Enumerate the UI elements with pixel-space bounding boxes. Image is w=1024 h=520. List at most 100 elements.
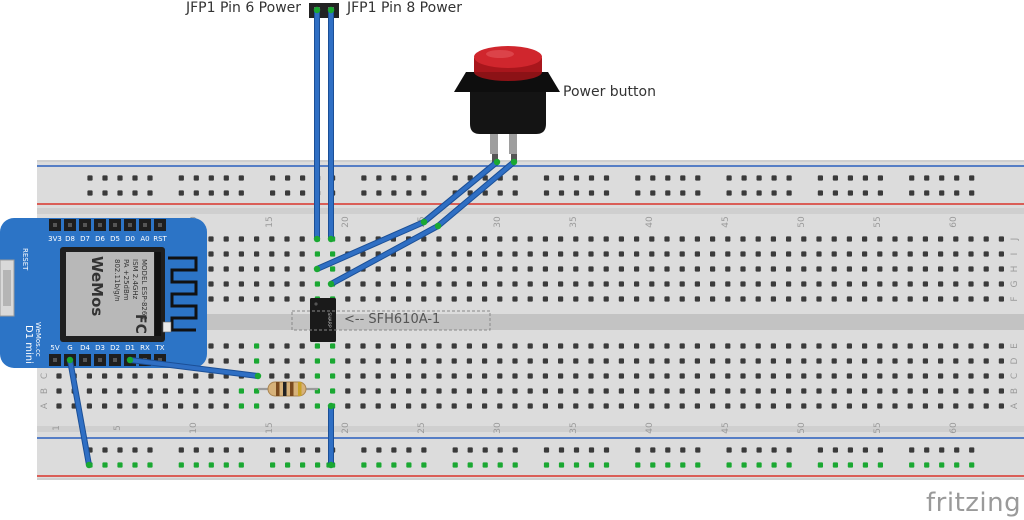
breadboard-hole	[694, 373, 700, 379]
breadboard-hole	[558, 373, 564, 379]
pin-label: D4	[80, 344, 90, 352]
active-rail-hole	[238, 462, 244, 468]
resistor	[258, 381, 318, 397]
breadboard-hole	[436, 266, 442, 272]
breadboard-hole	[846, 236, 852, 242]
row-letter: G	[1010, 280, 1020, 287]
column-number: 40	[645, 216, 655, 228]
wire-end	[327, 235, 335, 243]
breadboard-hole	[117, 388, 123, 394]
breadboard-hole	[618, 281, 624, 287]
rail-hole	[543, 190, 550, 196]
breadboard-hole	[968, 403, 974, 409]
active-hole	[330, 251, 336, 257]
rail-hole	[147, 175, 153, 181]
breadboard-hole	[238, 281, 244, 287]
rail-hole	[376, 190, 382, 196]
breadboard-hole	[649, 236, 655, 242]
rail-hole	[817, 447, 823, 453]
usb-connector-inner	[3, 270, 11, 306]
rail-hole	[741, 190, 747, 196]
rail-hole	[238, 175, 244, 181]
rail-hole	[573, 190, 580, 196]
breadboard-hole	[725, 373, 731, 379]
breadboard-hole	[907, 236, 913, 242]
breadboard-hole	[299, 343, 305, 349]
breadboard-hole	[451, 296, 457, 302]
active-rail-hole	[939, 462, 945, 468]
rail-hole	[954, 175, 960, 181]
breadboard-hole	[527, 358, 533, 364]
active-rail-hole	[300, 462, 306, 468]
column-number: 35	[569, 216, 579, 227]
rail-hole	[877, 190, 883, 196]
breadboard-hole	[223, 403, 229, 409]
rail-hole	[315, 447, 321, 453]
wire-end	[313, 6, 321, 14]
breadboard-hole	[892, 266, 898, 272]
breadboard-hole	[922, 236, 928, 242]
resistor-band	[290, 382, 294, 396]
breadboard-hole	[634, 251, 640, 257]
row-letter: J	[1010, 238, 1020, 242]
breadboard-hole	[755, 403, 761, 409]
rail-hole	[786, 447, 792, 453]
breadboard-hole	[770, 373, 776, 379]
wire-end	[327, 402, 335, 410]
rail-hole	[102, 447, 108, 453]
breadboard-hole	[299, 403, 305, 409]
breadboard-hole	[512, 343, 518, 349]
wire-button-b	[329, 224, 440, 286]
breadboard-hole	[816, 236, 822, 242]
rail-hole	[391, 175, 397, 181]
rail-hole	[208, 190, 214, 196]
column-number: 50	[797, 216, 807, 228]
active-rail-hole	[877, 462, 883, 468]
active-rail-hole	[270, 462, 276, 468]
breadboard-hole	[284, 236, 290, 242]
chip-marking: SHARP	[326, 312, 332, 327]
active-hole	[314, 358, 320, 364]
breadboard-hole	[375, 266, 381, 272]
breadboard-hole	[542, 296, 548, 302]
active-rail-hole	[603, 462, 610, 468]
breadboard-hole	[466, 296, 472, 302]
breadboard-hole	[953, 236, 959, 242]
breadboard-hole	[634, 236, 640, 242]
breadboard-hole	[725, 251, 731, 257]
breadboard-hole	[907, 373, 913, 379]
rail-hole	[558, 175, 565, 181]
breadboard-hole	[451, 388, 457, 394]
breadboard-hole	[603, 358, 609, 364]
rail-hole	[391, 190, 397, 196]
breadboard-hole	[968, 358, 974, 364]
breadboard-hole	[877, 251, 883, 257]
active-rail-hole	[361, 462, 367, 468]
breadboard-hole	[862, 373, 868, 379]
breadboard-hole	[922, 266, 928, 272]
breadboard-hole	[679, 281, 685, 287]
breadboard-hole	[998, 358, 1004, 364]
rail-hole	[300, 175, 306, 181]
breadboard-hole	[770, 343, 776, 349]
row-letter: F	[1010, 296, 1020, 301]
breadboard-hole	[725, 296, 731, 302]
rail-hole	[603, 447, 610, 453]
breadboard-hole	[846, 373, 852, 379]
button-lead	[509, 118, 517, 154]
header-pin-hole	[68, 223, 72, 227]
breadboard-hole	[770, 358, 776, 364]
breadboard-hole	[482, 358, 488, 364]
breadboard-hole	[862, 388, 868, 394]
breadboard-hole	[634, 266, 640, 272]
breadboard-hole	[375, 343, 381, 349]
rail-hole	[877, 447, 883, 453]
breadboard-hole	[938, 281, 944, 287]
row-letter: A	[1010, 402, 1020, 409]
breadboard-hole	[831, 403, 837, 409]
column-number: 45	[721, 216, 731, 227]
breadboard-hole	[710, 358, 716, 364]
breadboard-hole	[284, 296, 290, 302]
row-letter: D	[1010, 357, 1020, 364]
rail-hole	[270, 190, 276, 196]
